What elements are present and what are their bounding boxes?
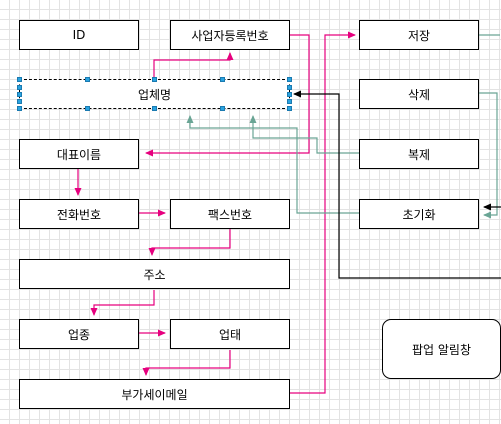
- resize-handle-bottom-left[interactable]: [17, 106, 22, 111]
- edge-address-to-biztype: [90, 290, 155, 316]
- resize-handle-bottom-1[interactable]: [85, 106, 90, 111]
- edge-fax-to-address: [148, 228, 231, 256]
- edge-delete-to-reset: [479, 92, 498, 219]
- resize-handle-right-3[interactable]: [287, 99, 292, 104]
- node-save[interactable]: 저장: [359, 20, 479, 50]
- node-business-category[interactable]: 업태: [170, 319, 290, 349]
- resize-handle-bottom-3[interactable]: [220, 106, 225, 111]
- node-copy[interactable]: 복제: [359, 139, 479, 169]
- resize-handle-left-3[interactable]: [17, 99, 22, 104]
- resize-handle-left-2[interactable]: [17, 92, 22, 97]
- node-company-name-label: 업체명: [137, 87, 172, 102]
- edge-bizcategory-to-extraemail: [142, 350, 231, 376]
- resize-handle-bottom-right[interactable]: [287, 106, 292, 111]
- resize-handle-top-1[interactable]: [85, 77, 90, 82]
- edge-extraemail-to-save: [290, 31, 356, 394]
- node-address[interactable]: 주소: [19, 259, 290, 289]
- node-reset[interactable]: 초기화: [359, 199, 479, 229]
- node-popup[interactable]: 팝업 알림창: [382, 319, 501, 379]
- node-id[interactable]: ID: [19, 20, 139, 50]
- resize-handle-top-2[interactable]: [152, 77, 157, 82]
- node-company-name[interactable]: 업체명: [19, 79, 290, 109]
- node-representative[interactable]: 대표이름: [19, 139, 139, 169]
- node-delete[interactable]: 삭제: [359, 79, 479, 109]
- resize-handle-bottom-2[interactable]: [152, 106, 157, 111]
- node-extra-email[interactable]: 부가세이메일: [19, 379, 290, 409]
- resize-handle-right-2[interactable]: [287, 92, 292, 97]
- resize-handle-left-1[interactable]: [17, 85, 22, 90]
- resize-handle-right-1[interactable]: [287, 85, 292, 90]
- edge-popup-to-company: [293, 90, 501, 279]
- edge-company-to-bizreg: [153, 52, 234, 79]
- edge-copy-to-company: [249, 115, 359, 154]
- resize-handle-top-left[interactable]: [17, 77, 22, 82]
- node-business-reg-no[interactable]: 사업자등록번호: [170, 20, 290, 50]
- node-fax[interactable]: 팩스번호: [170, 199, 290, 229]
- resize-handle-top-right[interactable]: [287, 77, 292, 82]
- node-phone[interactable]: 전화번호: [19, 199, 139, 229]
- resize-handle-top-3[interactable]: [220, 77, 225, 82]
- node-business-type[interactable]: 업종: [19, 319, 139, 349]
